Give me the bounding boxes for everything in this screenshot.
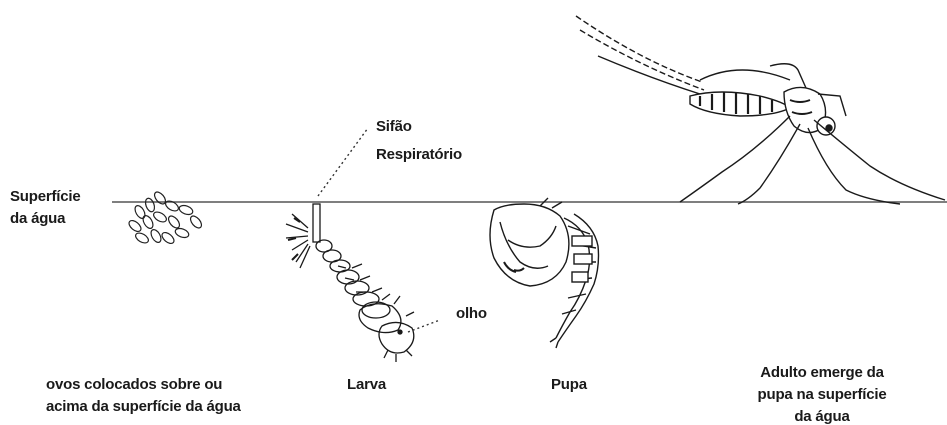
adult-label-line3: da água bbox=[742, 406, 902, 425]
eye-pointer-line bbox=[408, 320, 440, 332]
siphon-label-line1: Sifão bbox=[376, 116, 462, 138]
pupa-illustration bbox=[490, 198, 599, 348]
eggs-label-line1: ovos colocados sobre ou bbox=[46, 374, 241, 396]
water-surface-label-line1: Superfície bbox=[10, 186, 81, 208]
larva-label: Larva bbox=[347, 374, 386, 396]
water-surface-label-line2: da água bbox=[10, 208, 81, 230]
siphon-label: Sifão Respiratório bbox=[376, 116, 462, 166]
water-surface-label: Superfície da água bbox=[10, 186, 81, 230]
eggs-label-line2: acima da superfície da água bbox=[46, 396, 241, 418]
adult-label-line1: Adulto emerge da bbox=[742, 362, 902, 384]
eggs-label: ovos colocados sobre ou acima da superfí… bbox=[46, 374, 241, 418]
siphon-label-line2: Respiratório bbox=[376, 144, 462, 166]
pupa-label: Pupa bbox=[551, 374, 587, 396]
larva-illustration bbox=[286, 204, 414, 362]
adult-label-line2: pupa na superfície bbox=[742, 384, 902, 406]
eye-label: olho bbox=[456, 303, 487, 325]
adult-mosquito-illustration bbox=[576, 16, 945, 204]
eggs-cluster bbox=[127, 190, 203, 245]
siphon-pointer-line bbox=[318, 128, 368, 196]
adult-label: Adulto emerge da pupa na superfície da á… bbox=[742, 362, 902, 425]
